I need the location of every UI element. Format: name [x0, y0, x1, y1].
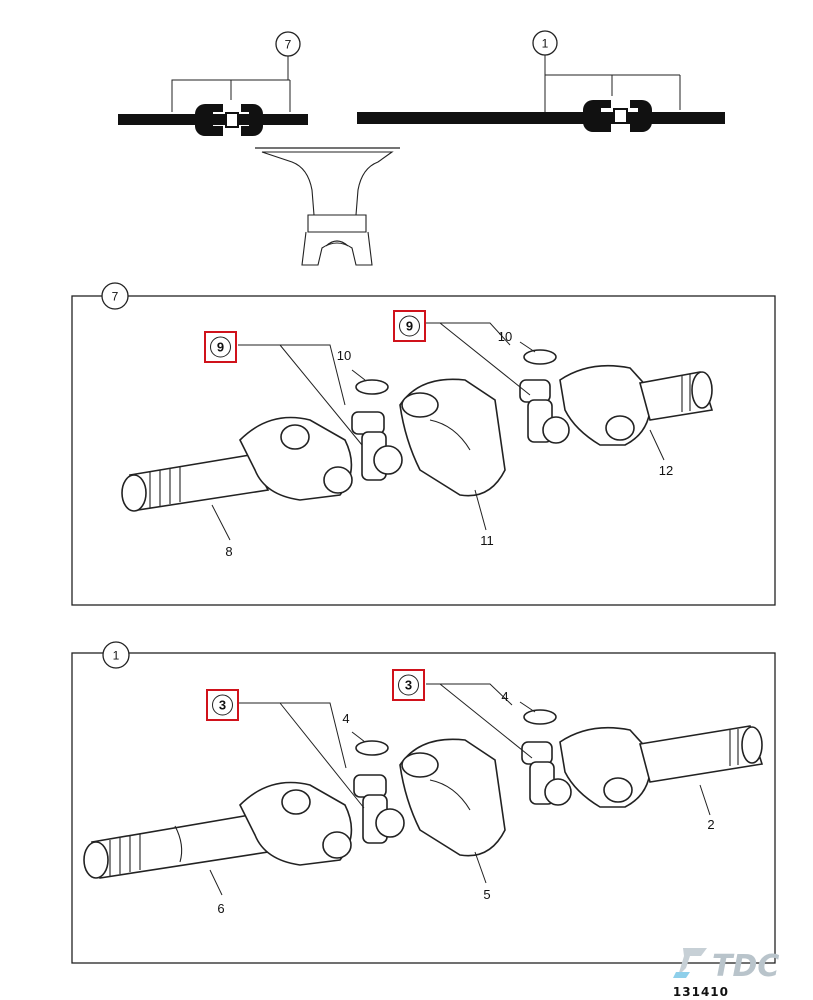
panel-7-label-9-right: 9 [393, 310, 426, 342]
overview-driveline: 7 1 [118, 30, 725, 266]
panel-1-outer-shaft [559, 725, 764, 808]
watermark-logo-icon [678, 948, 707, 976]
callout-7-leader [171, 55, 291, 112]
svg-text:1: 1 [113, 649, 120, 663]
callout-1-leader [544, 55, 681, 112]
panel-1-callout: 1 [102, 641, 130, 669]
panel-7-leaders [211, 341, 665, 541]
svg-text:1: 1 [542, 37, 549, 51]
panel-1-frame [71, 652, 776, 964]
panel-7-label-12: 12 [659, 463, 673, 478]
panel-7-right-spider [519, 349, 570, 444]
overview-callout-7: 7 [275, 31, 301, 57]
panel-7-outer-shaft [559, 364, 714, 446]
panel-1-label-4-left: 4 [342, 711, 349, 726]
drawing-number: 131410 [673, 985, 729, 999]
svg-text:9: 9 [406, 319, 413, 334]
panel-1-label-3-right: 3 [392, 669, 425, 701]
watermark-logo-accent-icon [673, 972, 690, 978]
panel-7-label-10-right: 10 [498, 329, 512, 344]
svg-text:3: 3 [219, 698, 226, 713]
svg-text:7: 7 [285, 38, 292, 52]
panel-7-label-8: 8 [225, 544, 232, 559]
panel-7-label-11: 11 [480, 533, 494, 548]
panel-1-label-5: 5 [483, 887, 490, 902]
panel-7-callout: 7 [101, 282, 129, 310]
panel-1-label-6: 6 [217, 901, 224, 916]
panel-7-center-yoke [399, 378, 506, 497]
panel-7-leader-9a [238, 344, 363, 446]
panel-1-leader-3a [238, 702, 365, 809]
svg-text:9: 9 [217, 340, 224, 355]
panel-7-label-10-left: 10 [337, 348, 351, 363]
panel-1-label-2: 2 [707, 817, 714, 832]
panel-1-inner-shaft [83, 781, 353, 879]
panel-1-label-4-right: 4 [501, 689, 508, 704]
panel-7-left-spider [351, 379, 403, 481]
overview-callout-1: 1 [532, 30, 558, 56]
svg-text:3: 3 [405, 678, 412, 693]
panel-7-label-9-left: 9 [204, 331, 237, 363]
front-coupling [195, 104, 263, 136]
panel-1-left-spider [353, 740, 405, 844]
panel-1-right-spider [521, 709, 572, 806]
panel-7: 7 [71, 282, 776, 606]
panel-1-leader-3b [426, 683, 533, 759]
panel-1: 1 [71, 641, 776, 964]
panel-7-inner-shaft [121, 416, 353, 512]
tdc-watermark: TDC [673, 948, 779, 984]
axle-housing [255, 147, 400, 266]
panel-7-frame [71, 295, 776, 606]
rear-coupling [583, 100, 652, 132]
svg-text:TDC: TDC [712, 949, 779, 984]
panel-7-leader-9b [426, 322, 531, 396]
panel-1-leaders [209, 701, 711, 896]
rear-shaft [357, 112, 725, 124]
panel-1-center-yoke [399, 738, 506, 857]
panel-1-label-3-left: 3 [206, 689, 239, 721]
svg-text:7: 7 [112, 290, 119, 304]
